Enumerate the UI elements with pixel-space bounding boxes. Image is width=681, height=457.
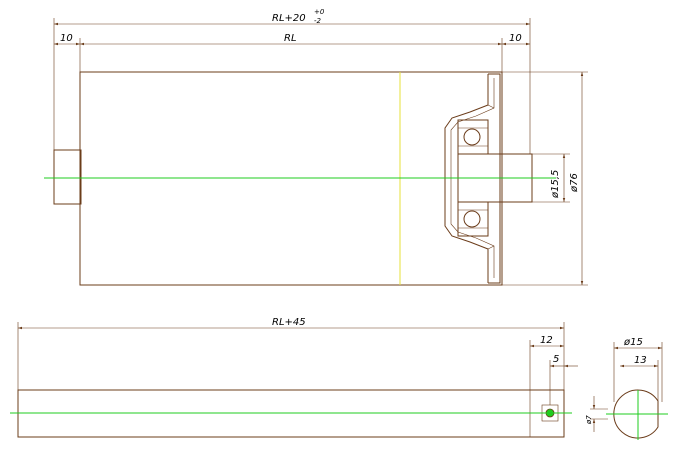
dim-shaft-dia: ø15,5 (550, 170, 561, 199)
dim-row-2: 10 RL 10 (54, 33, 530, 72)
shaft-view: RL+45 12 5 (10, 317, 578, 438)
dim-section-dia-group: ø15 (613, 337, 663, 402)
dim-roller-dia: ø76 (569, 173, 580, 193)
dim-section-dia: ø15 (623, 337, 643, 348)
dim-overall-tol-lower: -2 (314, 17, 322, 25)
dim-overall-label: RL+20 (272, 13, 306, 24)
dim-roller-length: RL (284, 33, 297, 44)
dim-shaft-length-group: RL+45 (17, 317, 565, 390)
dim-left-ext: 10 (60, 33, 73, 44)
dim-right-ext: 10 (509, 33, 522, 44)
dim-overall-tol-upper: +0 (314, 8, 325, 16)
dim-end-flat-group: 12 (529, 335, 564, 390)
shaft-section: ø15 13 ø7 (585, 337, 668, 440)
roller-view: RL+20 +0 -2 10 RL 10 ø15,5 ø76 (44, 8, 588, 286)
dim-hole-dia: ø7 (585, 415, 593, 425)
dim-hole-pos-group: 5 (549, 354, 578, 405)
dim-overall: RL+20 +0 -2 (53, 8, 531, 154)
upper-bearing (457, 119, 489, 155)
dim-hole-dia-group: ø7 (585, 396, 608, 432)
dim-end-flat: 12 (540, 335, 553, 346)
dim-section-flat: 13 (634, 355, 647, 366)
dim-shaft-length: RL+45 (272, 317, 306, 328)
left-shaft-stub (53, 149, 82, 205)
dim-vertical: ø15,5 ø76 (502, 71, 588, 286)
dim-section-flat-group: 13 (620, 355, 659, 401)
lower-bearing (457, 201, 489, 237)
dim-hole-pos: 5 (553, 354, 559, 365)
section-profile (613, 389, 659, 439)
